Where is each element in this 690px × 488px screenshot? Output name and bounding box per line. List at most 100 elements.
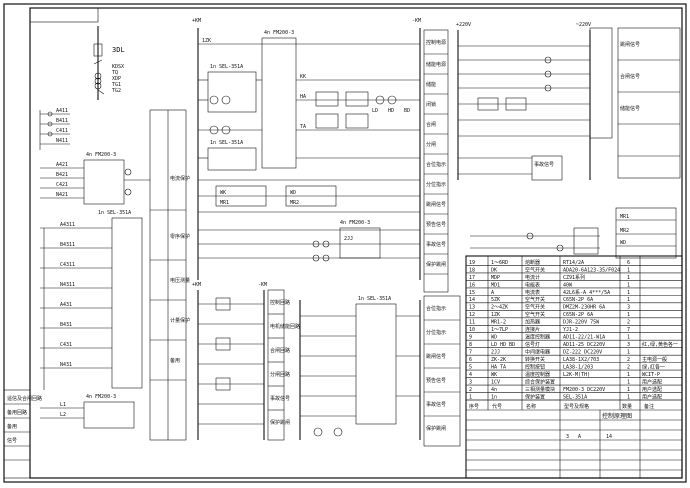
bom-cell-no: 19 <box>469 260 475 266</box>
bom-cell-spec: CZ91系列 <box>563 274 585 281</box>
bus-minus-km-2: -KM <box>258 282 267 288</box>
function-strip: 控制电源 储能电源 储能 闭锁 合闸 分闸 合位指示 分位指示 跳闸信号 预告信… <box>423 29 449 293</box>
device-1n-ctrl-a: 1n SEL-351A <box>210 64 243 70</box>
func-title-8: 分位指示 <box>426 181 446 188</box>
func-title-1: 控制电源 <box>426 39 446 46</box>
control-circuit-upper: +KM -KM 4n FM200-3 1n SEL-351A 1n SEL-35… <box>192 18 421 280</box>
bom-cell-no: 1 <box>469 394 472 400</box>
bus-minus-km: -KM <box>412 18 421 24</box>
func-title-12: 保护跳闸 <box>426 261 446 268</box>
tag-kk: KK <box>300 74 306 80</box>
bom-cell-spec: ADA20-6A123-35/F024 <box>563 267 620 273</box>
tag-ld: LD <box>372 108 378 114</box>
bom-cell-code: MDP <box>491 275 500 281</box>
tag-n431: N431 <box>60 362 72 368</box>
section-label-1: 电流保护 <box>170 175 190 182</box>
primary-label-4: TG1 <box>112 82 121 88</box>
tag-a4311: A4311 <box>60 222 75 228</box>
func-title-2: 储能电源 <box>426 61 446 68</box>
left-section-column: 电流保护 零序保护 电压测量 计量保护 备用 <box>149 109 190 441</box>
tag-n421: N421 <box>56 192 68 198</box>
bom-cell-code: HA TA <box>491 365 506 371</box>
bom-cell-code: 1ZK <box>491 312 500 318</box>
bom-cell-name: 空气开关 <box>525 266 545 273</box>
func-title-9: 跳闸信号 <box>426 201 446 208</box>
bom-cell-code: 2～4ZK <box>491 305 508 311</box>
func-title-4: 闭锁 <box>426 101 436 108</box>
bom-cell-name: 电能表 <box>525 281 540 288</box>
sheet-suffix: A <box>578 434 581 440</box>
device-4n-top: 4n FM200-3 <box>86 152 116 158</box>
bom-cell-no: 15 <box>469 290 475 296</box>
bom-cell-name: 控制按钮 <box>525 364 545 371</box>
tag-bd: BD <box>404 108 410 114</box>
primary-label-2: TQ <box>112 70 118 76</box>
bom-cell-code: WK <box>491 372 497 378</box>
drawing-title: 控制原理图 <box>602 412 632 420</box>
primary-label-1: KDSX <box>112 64 124 70</box>
bom-header-no: 序号 <box>469 403 479 410</box>
bom-cell-code: 2JJ <box>491 350 500 356</box>
bom-cell-qty: 1 <box>627 282 630 288</box>
tag-wk: WK <box>220 190 226 196</box>
tag-b4311: B4311 <box>60 242 75 248</box>
aux-block-title: 事故信号 <box>534 161 554 168</box>
bom-cell-spec: FM200-3 DC220V <box>563 387 605 393</box>
breaker-label: 3DL <box>112 46 125 54</box>
bom-cell-qty: 6 <box>627 260 630 266</box>
bom-cell-no: 3 <box>469 379 472 385</box>
bom-cell-spec: SEL-351A <box>563 394 587 400</box>
bom-cell-qty: 1 <box>627 297 630 303</box>
bom-cell-qty: 1 <box>627 290 630 296</box>
bom-cell-spec: 42L6系-A 4***/5A <box>563 289 610 296</box>
stamp-box <box>29 7 99 23</box>
bom-cell-no: 14 <box>469 297 475 303</box>
tag-c4311: C4311 <box>60 262 75 268</box>
bus-kzm-right: ~220V <box>576 22 591 28</box>
heater-circuit: MR1 MR2 WD <box>470 207 677 259</box>
bom-cell-qty: 1 <box>627 335 630 341</box>
bom-cell-spec: L2K-M(TH) <box>563 372 590 378</box>
bom-cell-note: 主电源一般 <box>642 356 667 363</box>
tag-l1: L1 <box>60 402 66 408</box>
bom-cell-qty: 3 <box>627 305 630 311</box>
tag-a431: A431 <box>60 302 72 308</box>
bom-header-code: 代号 <box>492 403 502 410</box>
aux-item-3: 储能信号 <box>620 105 640 112</box>
mid-title-5: 事故信号 <box>270 395 290 402</box>
bom-cell-qty: 3 <box>627 342 630 348</box>
margin-label-2: 备用回路 <box>7 409 27 416</box>
bom-cell-spec: AD11-22/21-W1A <box>563 335 605 341</box>
bom-cell-note: 红,绿,黄色各一 <box>642 341 678 348</box>
bom-cell-spec: DJR-220V 75W <box>563 320 600 326</box>
bom-cell-qty: 1 <box>627 267 630 273</box>
margin-label-4: 信号 <box>7 437 17 444</box>
bom-cell-code: 1n <box>491 394 497 400</box>
tag-ha: HA <box>300 94 306 100</box>
bom-cell-name: 保护装置 <box>525 393 545 400</box>
func-title-7: 合位指示 <box>426 161 446 168</box>
tag-1zk: 1ZK <box>202 38 211 44</box>
bom-cell-note: 用户选配 <box>642 393 662 400</box>
sheet-number: 3 <box>566 434 569 440</box>
bom-cell-no: 5 <box>469 365 472 371</box>
low-func-6: 保护跳闸 <box>426 425 446 432</box>
low-func-2: 分位指示 <box>426 329 446 336</box>
bom-header-spec: 型号及规格 <box>564 403 589 410</box>
aux-item-2: 合闸信号 <box>620 73 640 80</box>
bom-cell-code: DK <box>491 267 497 273</box>
bom-header-note: 备注 <box>644 403 654 410</box>
mid-title-1: 控制回路 <box>270 299 290 306</box>
bom-cell-no: 18 <box>469 267 475 273</box>
bom-cell-qty: 2 <box>627 365 630 371</box>
bom-cell-name: 电流计 <box>525 274 540 281</box>
bom-cell-name: 转换开关 <box>525 356 545 363</box>
bom-cell-name: 空气开关 <box>525 311 545 318</box>
bom-cell-no: 13 <box>469 305 475 311</box>
bom-cell-qty: 1 <box>627 275 630 281</box>
bom-cell-code: LD HD BD <box>491 342 515 348</box>
mid-title-2: 电机储能回路 <box>270 323 300 330</box>
bus-kzm-left: +220V <box>456 22 471 28</box>
